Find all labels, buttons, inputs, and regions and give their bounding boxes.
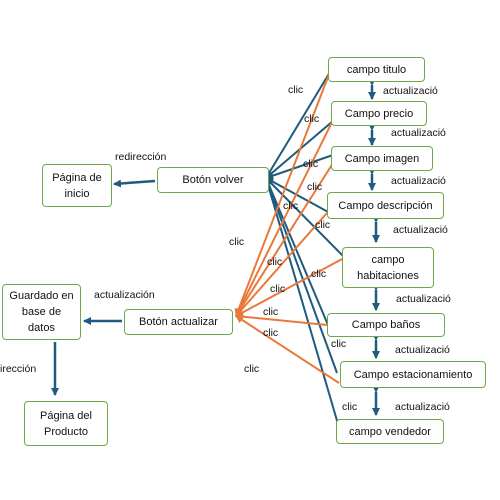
node-campo-titulo: campo titulo — [328, 57, 425, 82]
label-actualizacio: actualizació — [383, 85, 438, 97]
node-guardado: Guardado en base de datos — [2, 284, 81, 340]
node-campo-estacionamiento: Campo estacionamiento — [340, 361, 486, 388]
edge-clic-actualizar — [235, 312, 328, 326]
label-redireccion-top: redirección — [115, 151, 167, 163]
node-boton-volver: Botón volver — [157, 167, 269, 193]
edge-clic-volver — [265, 177, 348, 261]
edge-clic-actualizar — [235, 196, 342, 317]
label-actualizacio: actualizació — [395, 401, 450, 413]
edge-clic-volver — [265, 177, 331, 214]
label-actualizacio: actualizació — [393, 224, 448, 236]
label-clic: clic — [244, 363, 260, 375]
edge-clic-volver — [265, 71, 331, 179]
node-boton-actualizar: Botón actualizar — [124, 309, 233, 335]
edge-clic-actualizar — [235, 151, 341, 317]
node-campo-imagen-label: Campo imagen — [344, 152, 420, 165]
node-guardado-label: Guardado en base de datos — [9, 290, 74, 334]
edge-clic-actualizar — [235, 109, 339, 317]
label-clic: clic — [331, 338, 347, 350]
label-clic: clic — [283, 200, 299, 212]
node-campo-imagen: Campo imagen — [331, 146, 433, 171]
node-campo-habitaciones: campo habitaciones — [342, 247, 434, 288]
label-clic: clic — [311, 268, 327, 280]
node-pagina-inicio: Página de inicio — [42, 164, 112, 207]
label-actualizacion-left: actualización — [94, 289, 155, 301]
label-actualizacio: actualizació — [391, 127, 446, 139]
node-campo-vendedor: campo vendedor — [336, 419, 444, 444]
node-pagina-producto-label: Página del Producto — [40, 409, 92, 438]
label-clic: clic — [263, 327, 279, 339]
node-campo-precio: Campo precio — [331, 101, 427, 126]
label-actualizacio: actualizació — [395, 344, 450, 356]
label-clic: clic — [288, 84, 304, 96]
edge-clic-volver — [265, 154, 334, 180]
edge-clic-actualizar — [234, 63, 334, 317]
label-actualizacio: actualizació — [396, 293, 451, 305]
node-pagina-producto: Página del Producto — [24, 401, 108, 446]
edge-clic-volver — [264, 177, 338, 374]
label-clic: clic — [315, 219, 331, 231]
node-campo-banos-label: Campo baños — [351, 319, 421, 331]
edge-clic-volver — [265, 177, 329, 326]
node-campo-descripcion-label: Campo descripción — [338, 199, 433, 212]
node-campo-precio-label: Campo precio — [344, 107, 414, 120]
node-pagina-inicio-label: Página de inicio — [52, 171, 102, 200]
node-campo-banos: Campo baños — [327, 313, 445, 337]
node-campo-titulo-label: campo titulo — [346, 63, 407, 76]
node-boton-volver-label: Botón volver — [182, 174, 244, 186]
node-boton-actualizar-label: Botón actualizar — [139, 316, 218, 328]
node-campo-vendedor-label: campo vendedor — [349, 425, 431, 438]
label-clic: clic — [303, 158, 319, 170]
node-campo-habitaciones-label: campo habitaciones — [357, 253, 419, 282]
label-clic: clic — [270, 283, 286, 295]
label-clic: clic — [307, 181, 323, 193]
label-clic: clic — [267, 256, 283, 268]
label-clic: clic — [342, 401, 358, 413]
label-redireccion-left: irección — [0, 363, 37, 375]
node-campo-estacionamiento-label: Campo estacionamiento — [353, 368, 473, 381]
edge-redireccion-inicio — [113, 179, 156, 188]
label-clic: clic — [263, 306, 279, 318]
edge-clic-actualizar — [235, 257, 345, 317]
edge-clic-actualizar — [235, 315, 340, 384]
node-campo-descripcion: Campo descripción — [327, 192, 444, 219]
edge-clic-volver — [264, 177, 339, 425]
label-clic: clic — [229, 236, 245, 248]
label-clic: clic — [304, 113, 320, 125]
label-actualizacio: actualizació — [391, 175, 446, 187]
